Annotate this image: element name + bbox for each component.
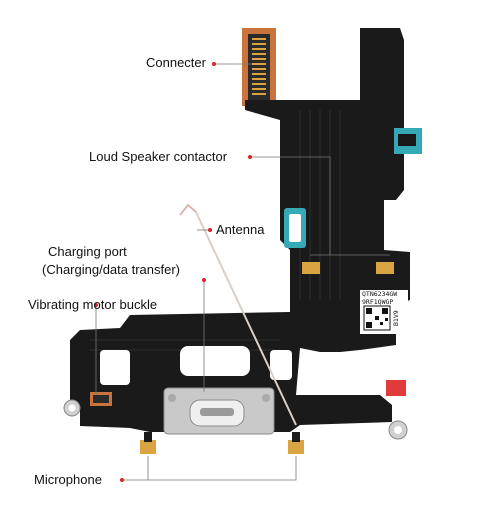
cutout-center <box>180 346 250 376</box>
connector-tail <box>242 28 276 106</box>
label-charging-port: Charging port <box>48 244 127 259</box>
charging-port <box>164 388 274 434</box>
red-adhesive-pad <box>386 380 406 396</box>
speaker-contact-right <box>376 262 394 274</box>
label-antenna: Antenna <box>216 222 264 237</box>
microphone-right <box>288 440 304 454</box>
sticker-code-1: QTN6234GW <box>362 290 397 298</box>
cutout-left <box>100 350 130 385</box>
speaker-contact-left <box>302 262 320 274</box>
label-loud-speaker-contactor: Loud Speaker contactor <box>89 149 227 164</box>
label-vibrating-motor-buckle: Vibrating motor buckle <box>28 297 157 312</box>
label-connecter: Connecter <box>146 55 206 70</box>
label-charging-data-transfer: (Charging/data transfer) <box>42 262 180 277</box>
sticker-code-2: 9RF1QWGP <box>362 298 393 306</box>
sticker-code-side: B1V9 <box>392 310 400 326</box>
label-microphone: Microphone <box>34 472 102 487</box>
microphone-left <box>140 440 156 454</box>
